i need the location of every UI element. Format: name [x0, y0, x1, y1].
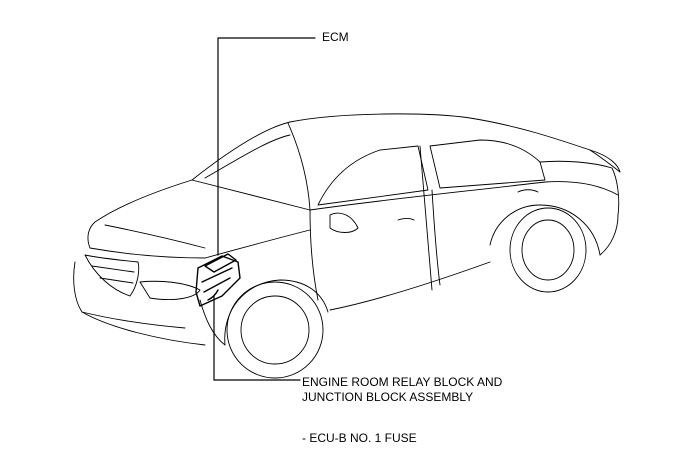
ecm-leader-line: [217, 37, 316, 256]
grille-bar-2: [99, 277, 134, 284]
grille-outline: [84, 254, 140, 297]
rear-quarter: [599, 214, 619, 256]
front-wheel-outer: [226, 281, 324, 379]
grille-bar: [91, 265, 135, 273]
car-body: [73, 113, 621, 379]
trunk-lid: [539, 160, 620, 216]
fender-top: [204, 229, 311, 259]
rear-side-window: [429, 139, 546, 189]
beltline: [309, 181, 619, 211]
relay-block-component: [195, 253, 241, 307]
front-side-window: [317, 145, 429, 206]
front-wheel-inner: [240, 295, 310, 365]
hood-crease: [104, 224, 206, 249]
rear-door-line: [431, 189, 441, 286]
hood-front-edge: [89, 247, 206, 259]
headlight: [139, 280, 201, 301]
relay-block-label-line-2: JUNCTION BLOCK ASSEMBLY: [302, 390, 474, 404]
windshield-inner: [204, 134, 291, 179]
a-pillar: [287, 122, 311, 211]
front-bumper: [73, 261, 206, 346]
relay-block-detail-2: [203, 277, 231, 293]
b-pillar: [419, 145, 433, 291]
windshield-lower-edge: [191, 179, 311, 211]
front-door-line: [309, 209, 319, 301]
fuse-label: - ECU-B NO. 1 FUSE: [302, 431, 417, 445]
relay-block-top: [204, 253, 237, 273]
rear-deck: [589, 149, 621, 173]
leader-lines: [213, 37, 316, 381]
rear-wheel-arch: [489, 204, 601, 256]
door-handle-rear: [517, 189, 539, 193]
bumper-lower: [81, 311, 186, 329]
relay-block-detail: [201, 267, 233, 283]
rear-wheel-inner: [521, 219, 575, 281]
side-mirror: [329, 212, 359, 233]
front-wheel-arch: [224, 279, 329, 346]
door-handle-front: [397, 218, 415, 221]
relay-block-label: ENGINE ROOM RELAY BLOCK AND JUNCTION BLO…: [302, 375, 502, 405]
ecm-label: ECM: [322, 30, 349, 44]
relay-leader-line: [213, 295, 301, 381]
rear-wheel-outer: [509, 207, 587, 293]
relay-block-body: [195, 255, 241, 307]
side-sill: [329, 261, 491, 311]
relay-block-wires: [207, 289, 219, 301]
hood-outline: [87, 179, 193, 249]
front-fender-lower: [199, 299, 226, 346]
relay-block-label-line-1: ENGINE ROOM RELAY BLOCK AND: [302, 375, 503, 389]
